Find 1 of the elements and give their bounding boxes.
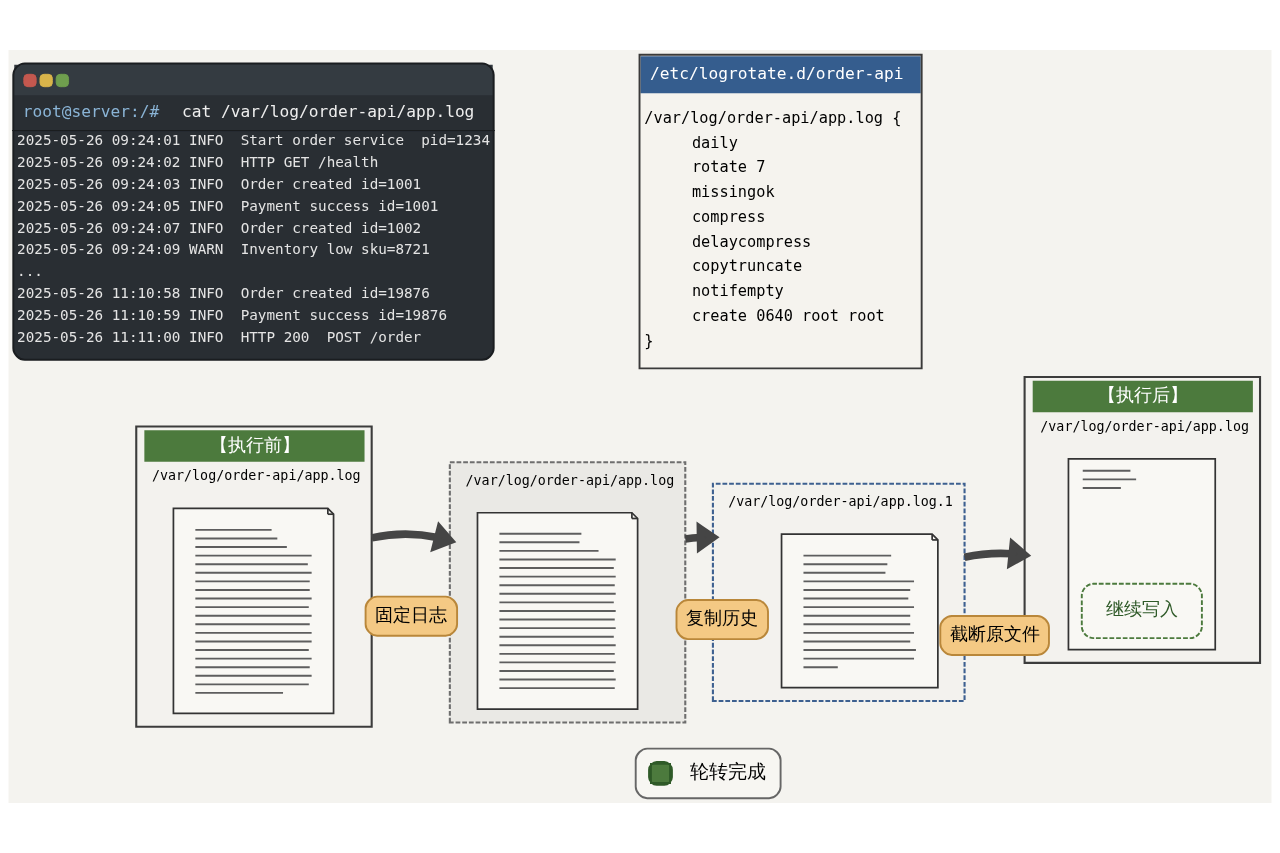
edge-label: 固定日志 (375, 603, 448, 625)
